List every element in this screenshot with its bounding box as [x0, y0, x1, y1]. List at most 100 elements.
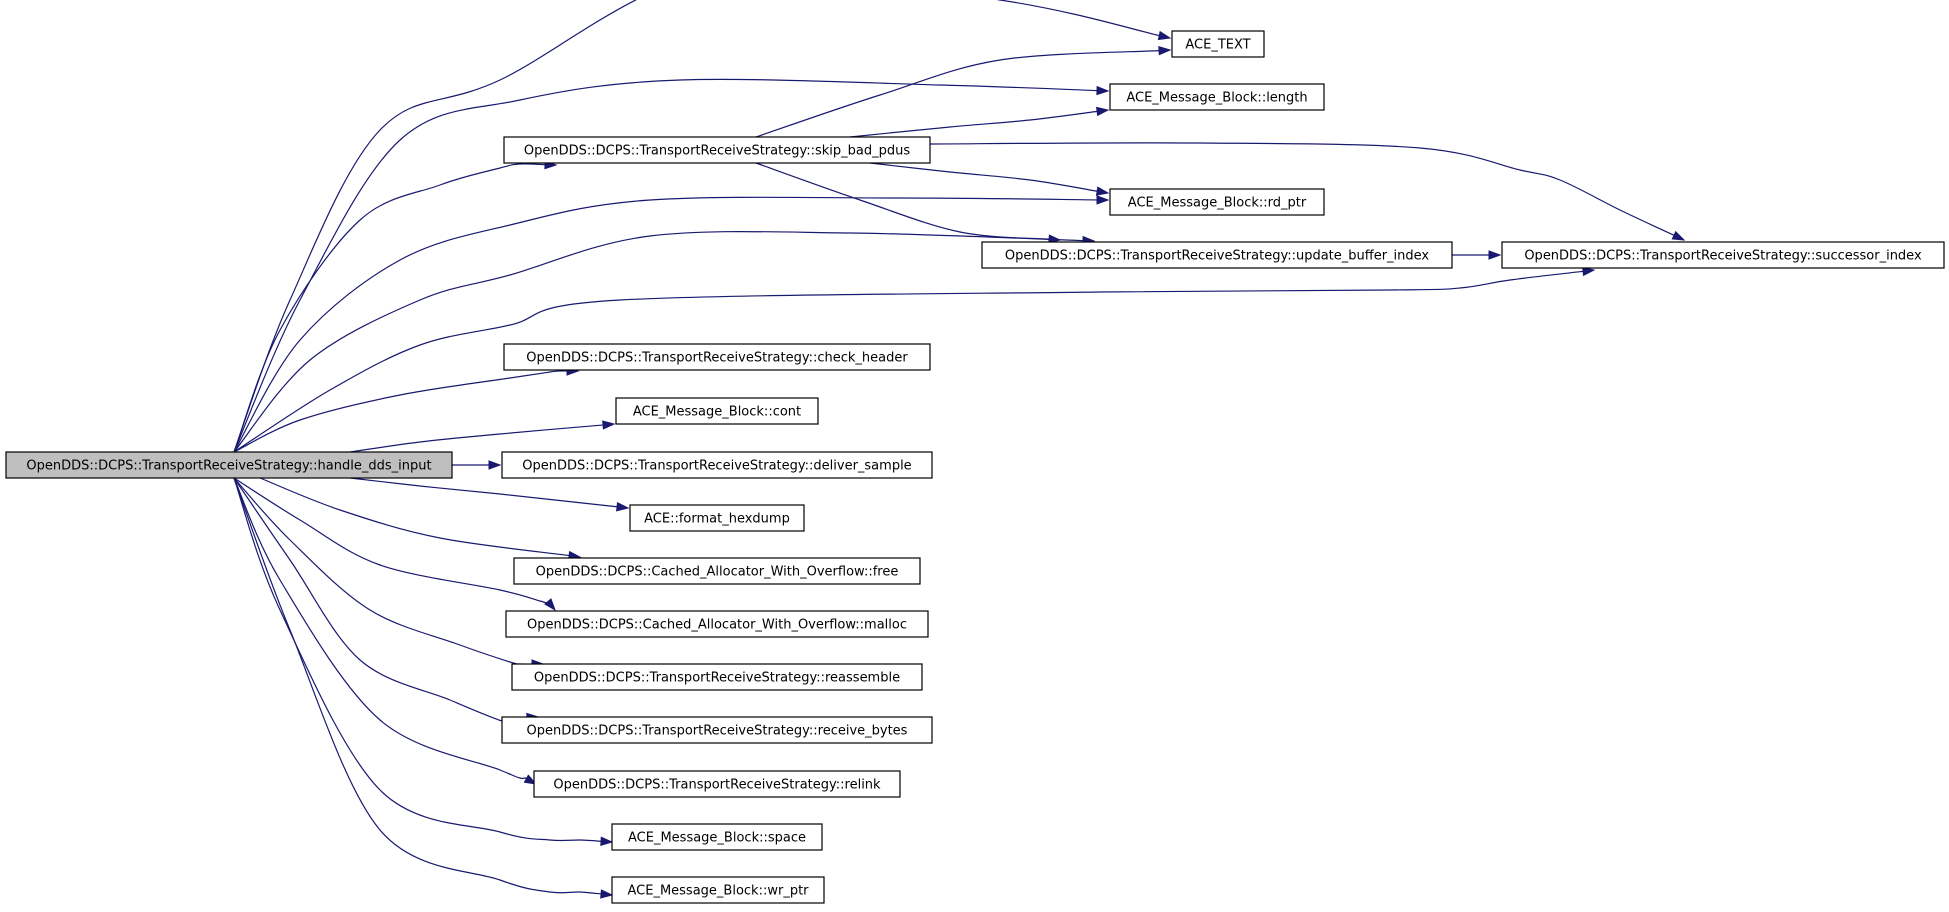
node-update-buffer-index[interactable]: OpenDDS::DCPS::TransportReceiveStrategy:…	[981, 241, 1453, 269]
node-label: ACE_Message_Block::length	[1126, 91, 1307, 106]
node-label: OpenDDS::DCPS::TransportReceiveStrategy:…	[524, 144, 910, 159]
node-label: OpenDDS::DCPS::TransportReceiveStrategy:…	[526, 351, 908, 366]
function-node	[1501, 241, 1945, 269]
node-cont[interactable]: ACE_Message_Block::cont	[615, 397, 819, 425]
nodes-layer: OpenDDS::DCPS::TransportReceiveStrategy:…	[5, 30, 1945, 904]
node-label: ACE_Message_Block::cont	[633, 405, 801, 420]
node-format-hexdump[interactable]: ACE::format_hexdump	[629, 504, 805, 532]
function-node	[611, 823, 823, 851]
edge-line	[233, 270, 1586, 453]
arrow-head-icon	[1157, 30, 1172, 41]
node-space[interactable]: ACE_Message_Block::space	[611, 823, 823, 851]
node-check-header[interactable]: OpenDDS::DCPS::TransportReceiveStrategy:…	[503, 343, 931, 371]
arrow-head-icon	[1671, 230, 1686, 241]
node-label: OpenDDS::DCPS::TransportReceiveStrategy:…	[1524, 249, 1922, 264]
arrow-head-icon	[488, 460, 502, 470]
node-reassemble[interactable]: OpenDDS::DCPS::TransportReceiveStrategy:…	[511, 663, 923, 691]
edge-root-to-deliver-sample	[452, 460, 502, 470]
edge-line	[233, 196, 1100, 453]
node-ace-text[interactable]: ACE_TEXT	[1171, 30, 1265, 58]
edge-line	[929, 142, 1677, 237]
node-label: OpenDDS::DCPS::TransportReceiveStrategy:…	[534, 671, 900, 686]
edge-line	[349, 424, 606, 453]
edge-root-to-cont	[349, 420, 616, 453]
function-node	[505, 610, 929, 638]
function-node	[501, 716, 933, 744]
node-deliver-sample[interactable]: OpenDDS::DCPS::TransportReceiveStrategy:…	[501, 451, 933, 479]
edge-root-to-free	[259, 477, 582, 561]
edge-line	[233, 78, 1100, 453]
function-node	[513, 557, 921, 585]
node-free[interactable]: OpenDDS::DCPS::Cached_Allocator_With_Ove…	[513, 557, 921, 585]
edge-root-to-space	[233, 477, 614, 846]
arrow-head-icon	[523, 774, 538, 785]
node-relink[interactable]: OpenDDS::DCPS::TransportReceiveStrategy:…	[533, 770, 901, 798]
edge-line	[233, 477, 529, 781]
edge-root-to-ace-text	[233, 0, 1172, 453]
node-successor-index[interactable]: OpenDDS::DCPS::TransportReceiveStrategy:…	[1501, 241, 1945, 269]
function-node	[615, 397, 819, 425]
node-label: OpenDDS::DCPS::TransportReceiveStrategy:…	[1005, 249, 1430, 264]
node-label: ACE_TEXT	[1185, 38, 1250, 53]
node-rd-ptr[interactable]: ACE_Message_Block::rd_ptr	[1109, 188, 1325, 216]
node-label: OpenDDS::DCPS::TransportReceiveStrategy:…	[527, 724, 908, 739]
edge-line	[755, 162, 1052, 240]
edge-root-to-reassemble	[233, 477, 545, 669]
edge-line	[233, 230, 1086, 453]
arrow-head-icon	[1096, 195, 1110, 205]
node-label: OpenDDS::DCPS::Cached_Allocator_With_Ove…	[527, 618, 907, 633]
node-wr-ptr[interactable]: ACE_Message_Block::wr_ptr	[611, 876, 825, 904]
node-skip-bad-pdus[interactable]: OpenDDS::DCPS::TransportReceiveStrategy:…	[503, 136, 931, 164]
function-node	[511, 663, 923, 691]
arrow-head-icon	[1488, 250, 1502, 260]
edge-line	[849, 110, 1100, 138]
node-label: OpenDDS::DCPS::TransportReceiveStrategy:…	[553, 778, 881, 793]
node-receive-bytes[interactable]: OpenDDS::DCPS::TransportReceiveStrategy:…	[501, 716, 933, 744]
edge-root-to-receive-bytes	[233, 477, 540, 724]
arrow-head-icon	[616, 502, 630, 512]
function-node	[501, 451, 933, 479]
edge-root-to-wr-ptr	[233, 477, 614, 899]
node-label: OpenDDS::DCPS::TransportReceiveStrategy:…	[522, 459, 911, 474]
edge-root-to-check-header	[233, 366, 580, 453]
function-node	[1109, 83, 1325, 111]
edge-root-to-rd-ptr	[233, 195, 1110, 453]
arrow-head-icon	[600, 889, 614, 899]
edge-root-to-successor-index	[233, 266, 1596, 453]
edge-line	[233, 163, 548, 453]
function-node	[533, 770, 901, 798]
function-node	[1109, 188, 1325, 216]
node-length[interactable]: ACE_Message_Block::length	[1109, 83, 1325, 111]
edge-skip-bad-pdus-to-rd-ptr	[869, 162, 1110, 196]
edge-line	[233, 477, 604, 895]
edge-line	[259, 477, 572, 557]
arrow-head-icon	[1582, 266, 1596, 277]
function-node	[503, 136, 931, 164]
node-label: ACE::format_hexdump	[644, 512, 790, 527]
edge-line	[233, 0, 1162, 453]
arrow-head-icon	[1158, 46, 1172, 56]
node-label: OpenDDS::DCPS::Cached_Allocator_With_Ove…	[536, 565, 899, 580]
function-node	[1171, 30, 1265, 58]
function-node	[611, 876, 825, 904]
node-label: ACE_Message_Block::rd_ptr	[1128, 196, 1307, 211]
edge-line	[349, 477, 620, 508]
edge-update-buffer-index-to-successor-index	[1452, 250, 1502, 260]
node-label: ACE_Message_Block::wr_ptr	[627, 884, 809, 899]
function-node	[503, 343, 931, 371]
edge-root-to-format-hexdump	[349, 477, 630, 512]
node-root[interactable]: OpenDDS::DCPS::TransportReceiveStrategy:…	[5, 451, 453, 479]
function-node	[5, 451, 453, 479]
arrow-head-icon	[544, 598, 556, 612]
edge-line	[233, 477, 535, 665]
edge-line	[233, 477, 552, 605]
function-node	[629, 504, 805, 532]
arrow-head-icon	[1096, 85, 1110, 96]
edge-root-to-skip-bad-pdus	[233, 159, 558, 453]
arrow-head-icon	[1095, 186, 1110, 196]
arrow-head-icon	[1096, 106, 1110, 117]
node-malloc[interactable]: OpenDDS::DCPS::Cached_Allocator_With_Ove…	[505, 610, 929, 638]
edge-skip-bad-pdus-to-length	[849, 106, 1110, 138]
edge-root-to-malloc	[233, 477, 556, 612]
function-node	[981, 241, 1453, 269]
